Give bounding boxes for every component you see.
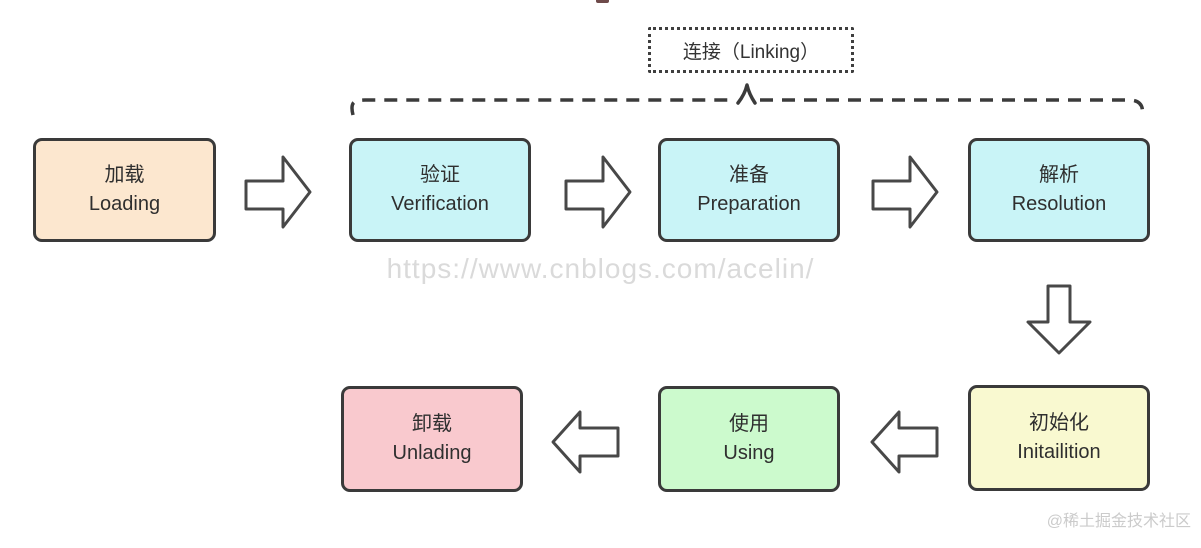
node-unloading: 卸载 Unlading <box>341 386 523 492</box>
node-preparation-label-en: Preparation <box>697 193 801 215</box>
linking-bracket-arrowhead-icon <box>736 83 757 105</box>
node-unloading-label-cn: 卸载 <box>412 413 452 435</box>
arrow-verification-to-preparation-icon <box>564 155 632 229</box>
linking-label-box: 连接（Linking） <box>648 27 854 73</box>
node-using: 使用 Using <box>658 386 840 492</box>
linking-bracket-left <box>350 98 734 116</box>
node-using-label-en: Using <box>723 442 775 464</box>
node-preparation: 准备 Preparation <box>658 138 840 242</box>
node-resolution-label-en: Resolution <box>1011 193 1107 215</box>
arrow-initialization-to-using-icon <box>870 410 939 474</box>
arrow-resolution-to-initialization-icon <box>1026 284 1092 355</box>
node-verification-label-en: Verification <box>391 193 489 215</box>
node-loading-label-cn: 加载 <box>104 164 145 186</box>
node-initialization: 初始化 Initailition <box>968 385 1150 491</box>
arrow-loading-to-verification-icon <box>244 155 312 229</box>
node-initialization-label-cn: 初始化 <box>1029 412 1089 434</box>
node-verification-label-cn: 验证 <box>420 164 460 186</box>
arrow-preparation-to-resolution-icon <box>871 155 939 229</box>
arrow-using-to-unloading-icon <box>551 410 620 474</box>
linking-bracket-right <box>760 98 1145 118</box>
node-initialization-label-en: Initailition <box>1017 441 1101 463</box>
node-preparation-label-cn: 准备 <box>729 164 769 186</box>
top-crop-artifact <box>596 0 609 3</box>
node-using-label-cn: 使用 <box>729 413 769 435</box>
node-resolution: 解析 Resolution <box>968 138 1150 242</box>
linking-label: 连接（Linking） <box>682 41 820 63</box>
node-unloading-label-en: Unlading <box>392 442 472 464</box>
node-verification: 验证 Verification <box>349 138 531 242</box>
node-resolution-label-cn: 解析 <box>1039 164 1079 186</box>
node-loading: 加载 Loading <box>33 138 216 242</box>
node-loading-label-en: Loading <box>88 193 161 215</box>
